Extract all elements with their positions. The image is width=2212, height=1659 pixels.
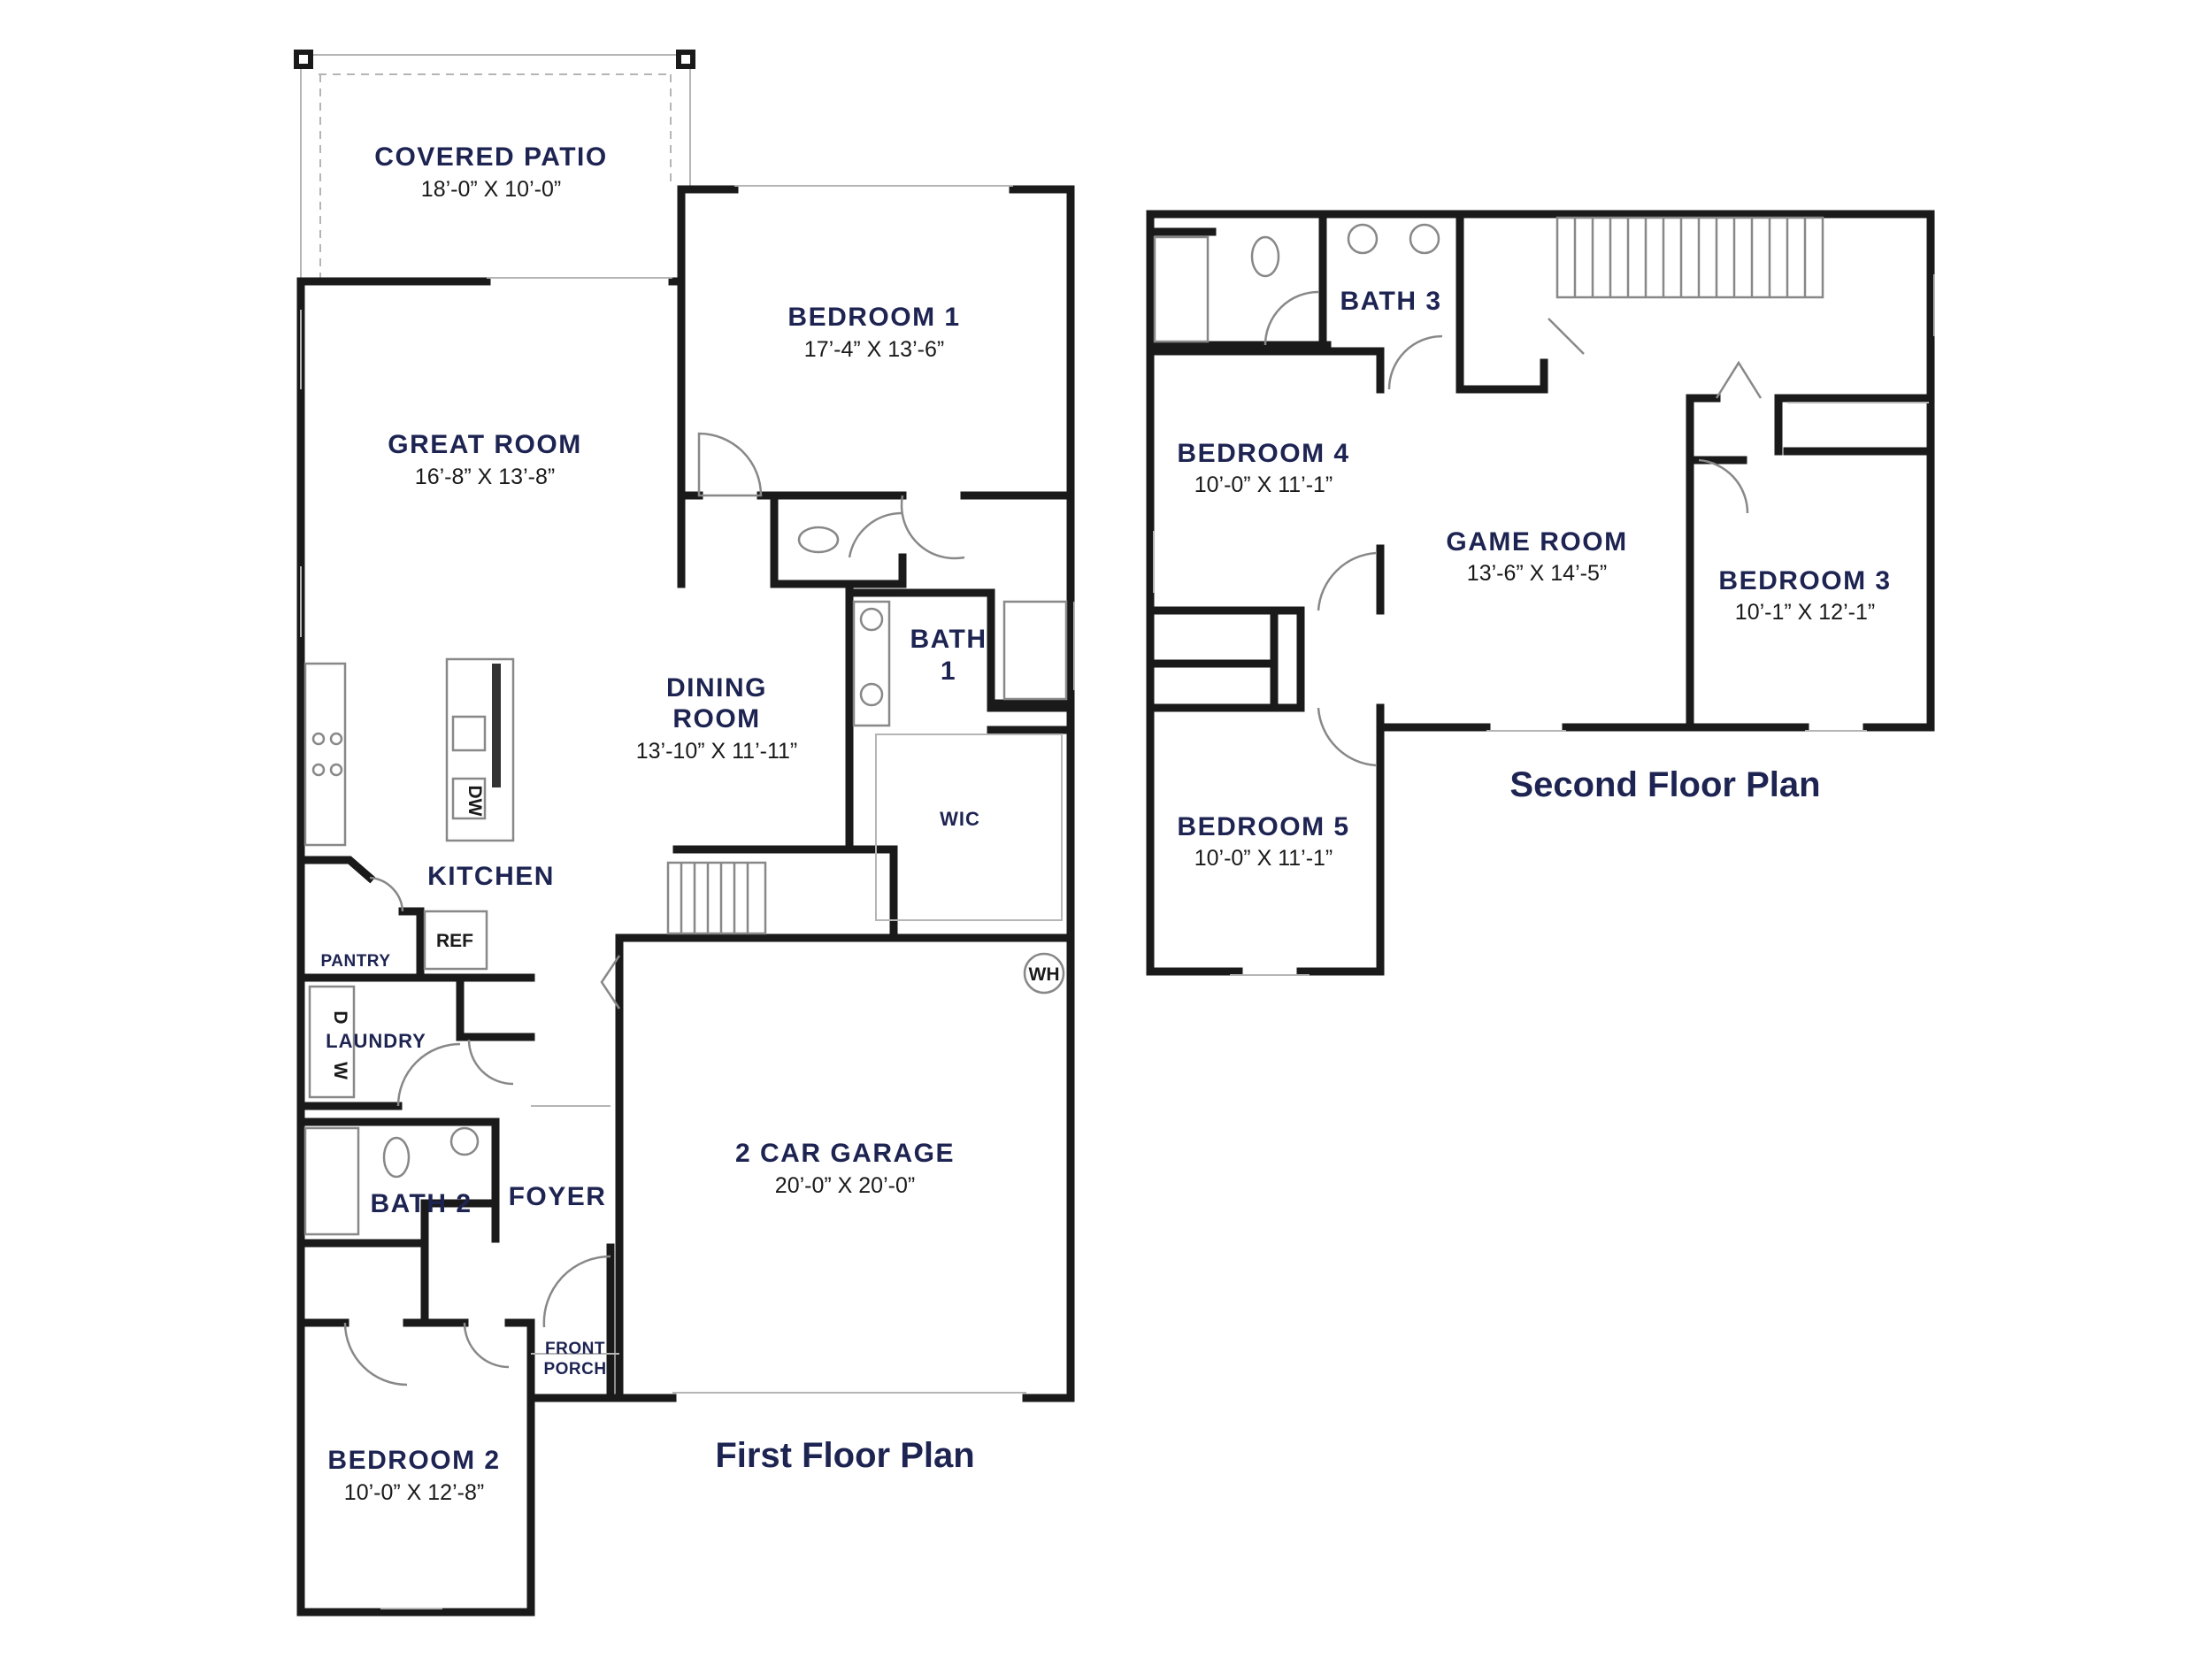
second-floor-walls bbox=[1146, 210, 1935, 976]
dining-room-name-line1: DINING bbox=[666, 673, 767, 703]
bedroom-4-name: BEDROOM 4 bbox=[1177, 439, 1349, 468]
bedroom-2-name: BEDROOM 2 bbox=[327, 1446, 500, 1475]
second-floor-labels: BATH 3 BEDROOM 4 10’-0” X 11’-1” GAME RO… bbox=[1177, 287, 1891, 871]
covered-patio-name: COVERED PATIO bbox=[374, 142, 607, 172]
first-floor-plan: COVERED PATIO 18’-0” X 10’-0” BEDROOM 1 … bbox=[294, 50, 1075, 1617]
first-floor-walls bbox=[296, 185, 1075, 1617]
garage-name: 2 CAR GARAGE bbox=[735, 1139, 955, 1168]
bath-1-name-line1: BATH bbox=[910, 625, 987, 654]
bedroom-5-dims: 10’-0” X 11’-1” bbox=[1194, 846, 1333, 871]
washer-label: W bbox=[330, 1062, 350, 1079]
bedroom-4-dims: 10’-0” X 11’-1” bbox=[1194, 472, 1333, 497]
bath-2-name: BATH 2 bbox=[370, 1189, 472, 1218]
pantry-name: PANTRY bbox=[321, 952, 391, 971]
bedroom-3-dims: 10’-1” X 12’-1” bbox=[1735, 600, 1875, 625]
bath-1-name-line2: 1 bbox=[941, 657, 956, 686]
front-porch-name-line2: PORCH bbox=[543, 1360, 606, 1379]
kitchen-name: KITCHEN bbox=[427, 862, 555, 891]
wh-label: WH bbox=[1029, 964, 1060, 985]
wic-name: WIC bbox=[940, 808, 980, 830]
bath-3-name: BATH 3 bbox=[1340, 287, 1441, 316]
second-floor-caption: Second Floor Plan bbox=[1509, 765, 1820, 804]
covered-patio-dims: 18’-0” X 10’-0” bbox=[421, 177, 561, 202]
foyer-name: FOYER bbox=[509, 1182, 607, 1211]
first-floor-caption: First Floor Plan bbox=[715, 1436, 974, 1475]
dw-label: DW bbox=[465, 786, 485, 817]
ref-label: REF bbox=[436, 931, 473, 951]
dining-room-dims: 13’-10” X 11’-11” bbox=[636, 739, 798, 764]
first-floor-windows bbox=[300, 185, 1075, 1609]
first-floor-stairs bbox=[666, 861, 767, 935]
bedroom-2-dims: 10’-0” X 12’-8” bbox=[344, 1480, 484, 1505]
bedroom-1-name: BEDROOM 1 bbox=[787, 303, 960, 332]
second-floor-fixtures bbox=[1153, 216, 1824, 767]
second-floor-stairs bbox=[1555, 216, 1824, 299]
second-floor-plan: BATH 3 BEDROOM 4 10’-0” X 11’-1” GAME RO… bbox=[1146, 210, 1935, 976]
front-porch-name-line1: FRONT bbox=[545, 1340, 605, 1358]
great-room-dims: 16’-8” X 13’-8” bbox=[415, 465, 555, 489]
laundry-name: LAUNDRY bbox=[326, 1030, 426, 1052]
first-floor-labels: COVERED PATIO 18’-0” X 10’-0” BEDROOM 1 … bbox=[321, 142, 1060, 1505]
great-room-name: GREAT ROOM bbox=[388, 430, 581, 459]
covered-patio-outline bbox=[294, 50, 695, 281]
garage-dims: 20’-0” X 20’-0” bbox=[775, 1173, 915, 1198]
game-room-name: GAME ROOM bbox=[1446, 527, 1627, 557]
dryer-label: D bbox=[330, 1010, 350, 1024]
bedroom-3-name: BEDROOM 3 bbox=[1718, 566, 1891, 595]
dining-room-name-line2: ROOM bbox=[672, 704, 760, 733]
game-room-dims: 13’-6” X 14’-5” bbox=[1467, 561, 1607, 586]
bedroom-5-name: BEDROOM 5 bbox=[1177, 812, 1349, 841]
bedroom-1-dims: 17’-4” X 13’-6” bbox=[804, 337, 944, 362]
second-floor-windows bbox=[1153, 274, 1935, 976]
first-floor-fixtures bbox=[303, 432, 1068, 1386]
